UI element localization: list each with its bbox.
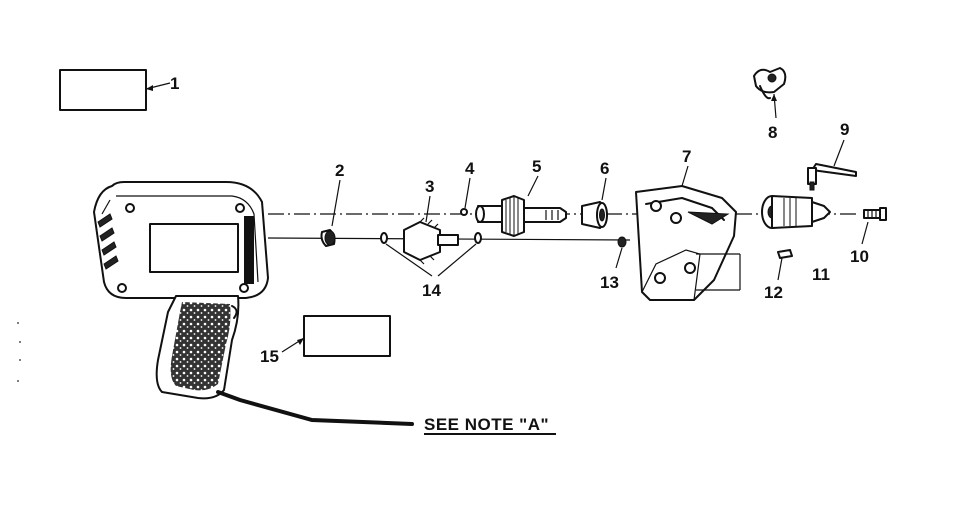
callout-4: 4 bbox=[465, 159, 475, 178]
part-1-label-plate bbox=[59, 69, 171, 111]
callout-12: 12 bbox=[764, 283, 783, 302]
part-13-nut bbox=[615, 236, 627, 269]
callout-6: 6 bbox=[600, 159, 609, 178]
part-14-washers bbox=[380, 232, 482, 277]
power-cord bbox=[216, 390, 414, 426]
callout-10: 10 bbox=[850, 247, 869, 266]
callout-8: 8 bbox=[768, 123, 777, 142]
callout-15: 15 bbox=[260, 347, 279, 366]
callout-11: 11 bbox=[812, 265, 830, 284]
callout-13: 13 bbox=[600, 273, 619, 292]
callout-7: 7 bbox=[682, 147, 691, 166]
callout-2: 2 bbox=[335, 161, 344, 180]
drill-handle bbox=[155, 295, 240, 400]
part-3-gear bbox=[403, 195, 459, 265]
part-7-gear-case bbox=[635, 165, 741, 301]
callout-14: 14 bbox=[422, 281, 441, 300]
scan-marks bbox=[17, 322, 21, 382]
part-2-bearing bbox=[320, 179, 341, 247]
callout-3: 3 bbox=[425, 177, 434, 196]
part-8-key-holder bbox=[753, 67, 787, 119]
part-11-chuck bbox=[761, 195, 831, 229]
callout-5: 5 bbox=[532, 157, 541, 176]
part-9-chuck-key bbox=[807, 139, 857, 191]
part-6-bushing bbox=[581, 177, 608, 229]
part-10-screw bbox=[861, 207, 887, 245]
callout-9: 9 bbox=[840, 120, 849, 139]
drill-housing bbox=[93, 181, 269, 299]
part-12-small-screw bbox=[777, 249, 793, 281]
part-5-spindle bbox=[475, 175, 567, 237]
callout-1: 1 bbox=[170, 74, 179, 93]
part-15-label-plate bbox=[281, 315, 391, 357]
part-4-ball bbox=[460, 177, 471, 216]
see-note-a: SEE NOTE "A" bbox=[424, 415, 549, 434]
